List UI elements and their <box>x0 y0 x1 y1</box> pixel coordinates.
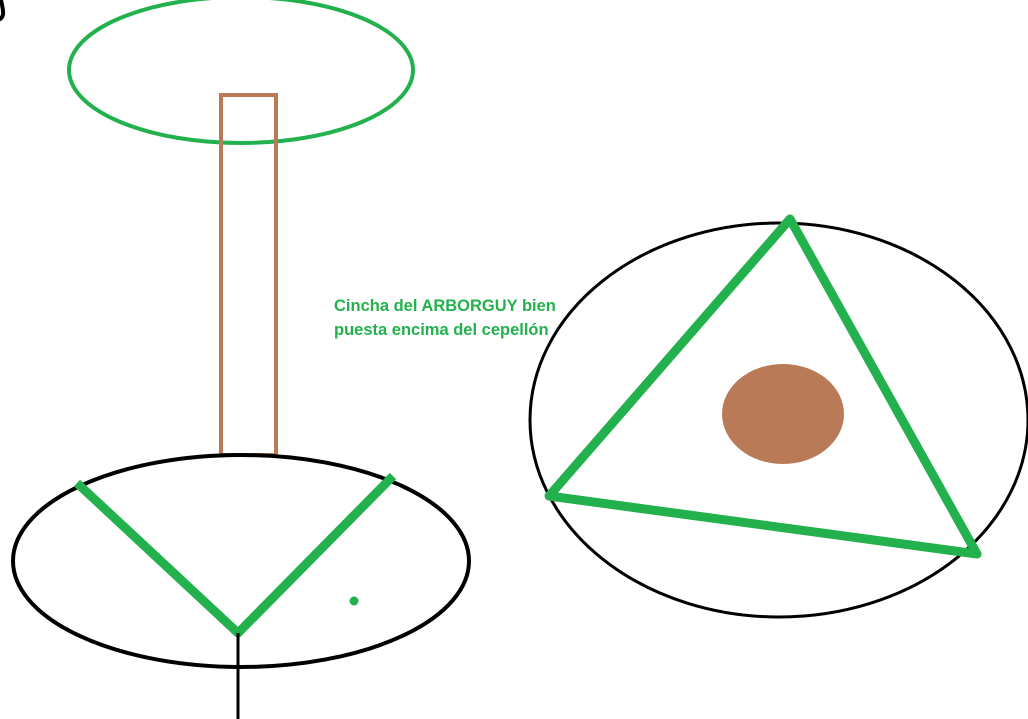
strap-top-view <box>544 214 982 559</box>
tree-crown-outline <box>67 0 415 145</box>
strap-dot <box>349 596 359 606</box>
side-view <box>11 0 471 719</box>
tree-trunk <box>219 93 278 457</box>
root-ball-top <box>528 221 1028 619</box>
caption-line-2: puesta encima del cepellón <box>334 321 549 339</box>
diagram-caption: Cincha del ARBORGUY bien puesta encima d… <box>334 297 560 339</box>
top-view <box>528 214 1028 619</box>
cropped-corner-mark <box>0 0 6 21</box>
root-ball-side <box>11 453 471 669</box>
trunk-top-view <box>722 364 844 464</box>
caption-line-1: Cincha del ARBORGUY bien <box>334 297 556 315</box>
strap-side-view <box>73 472 397 638</box>
